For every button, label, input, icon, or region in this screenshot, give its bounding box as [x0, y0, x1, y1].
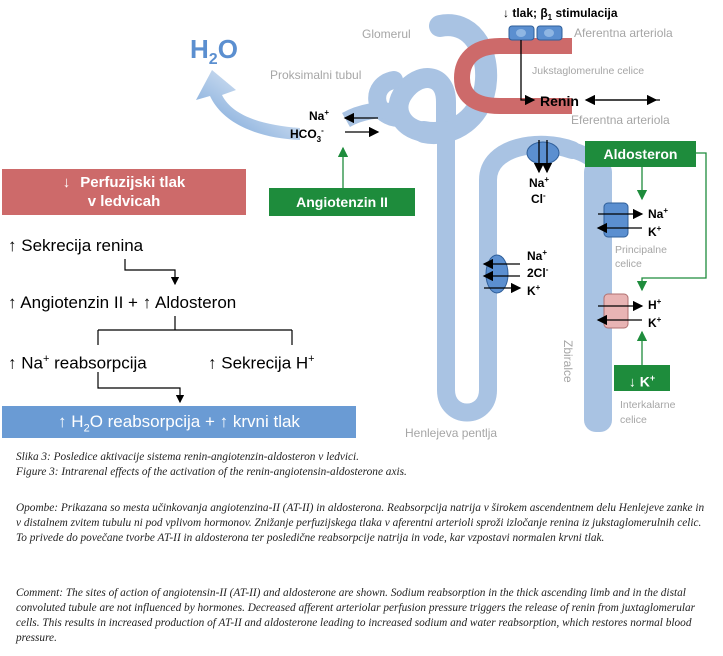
principal-na-label: Na+	[648, 206, 668, 221]
up-arrow-icon: ↑	[8, 236, 17, 255]
distal-cl-label: Cl-	[531, 191, 546, 206]
interkalarne-label: Interkalarne	[620, 399, 676, 411]
banner-line2: v ledvicah	[87, 193, 161, 210]
h-sup: +	[308, 353, 315, 365]
intercalated-cell	[603, 293, 629, 329]
interkal-h-label: H+	[648, 297, 662, 312]
final-b-text: O reabsorpcija +	[89, 412, 220, 431]
principal-cell	[603, 202, 629, 238]
arteriole	[453, 38, 572, 114]
caption-figure: Figure 3: Intrarenal effects of the acti…	[16, 466, 407, 478]
principal-k-label: K+	[648, 224, 662, 239]
distal-na-label: Na+	[529, 175, 549, 190]
up-arrow-icon: ↑	[208, 353, 217, 373]
loop-2cl-label: 2Cl-	[527, 265, 549, 280]
banner-line1: Perfuzijski tlak	[80, 174, 186, 191]
renin-arrow	[520, 40, 536, 106]
angiotenzin-text: Angiotenzin II +	[20, 293, 143, 312]
angiotenzin-aldosteron-step: ↑ Angiotenzin II + ↑ Aldosteron	[8, 293, 236, 313]
caption-comment: Comment: The sites of action of angioten…	[16, 587, 696, 644]
final-h-text: H	[71, 412, 84, 431]
distal-transporter	[526, 141, 560, 165]
interkal-k-label: K+	[648, 315, 662, 330]
angiotenzin-ii-box: Angiotenzin II	[269, 188, 415, 216]
k-decrease-box: ↓ K+	[614, 365, 670, 391]
na-sup: +	[42, 353, 50, 365]
k-box-sup: +	[649, 373, 656, 383]
caption-slika: Slika 3: Posledice aktivacije sistema re…	[16, 451, 359, 463]
eferentna-label: Eferentna arteriola	[571, 113, 670, 127]
henle-label: Henlejeva pentlja	[405, 426, 497, 440]
caption-opombe: Opombe: Prikazana so mesta učinkovanja a…	[16, 502, 705, 544]
up-arrow-icon: ↑	[142, 293, 152, 312]
sekrecija-h-text: Sekrecija H	[221, 353, 309, 373]
down-arrow-icon: ↓	[62, 174, 71, 191]
reabsorpcija-text: reabsorpcija	[49, 353, 147, 373]
aferentna-label: Aferentna arteriola	[574, 26, 673, 40]
prox-na-label: Na+	[309, 108, 329, 123]
glomerul-label: Glomerul	[362, 27, 411, 41]
up-arrow-icon: ↑	[219, 412, 229, 431]
proksimalni-tubul-label: Proksimalni tubul	[270, 68, 361, 82]
nkcc-transporter	[485, 254, 509, 294]
h2o-label: H2O	[190, 34, 238, 68]
sekrecija-h-step: ↑ Sekrecija H+	[208, 353, 315, 374]
final-outcome-banner: ↑ H2O reabsorpcija + ↑ krvni tlak	[2, 406, 356, 438]
sekrecija-renina-step: ↑ Sekrecija renina	[8, 236, 143, 256]
k-box-text: ↓ K	[628, 373, 650, 390]
up-arrow-icon: ↑	[8, 353, 17, 373]
final-sub: 2	[83, 422, 90, 435]
zbiralce-label: Zbiralce	[561, 340, 575, 383]
renin-label: Renin	[540, 93, 579, 109]
aldosteron-box: Aldosteron	[585, 141, 696, 167]
jukstaglomerulne-label: Jukstaglomerulne celice	[532, 65, 644, 77]
prox-hco3-label: HCO3-	[290, 126, 324, 144]
up-arrow-icon: ↑	[8, 293, 17, 312]
principalne-celice-label: celice	[615, 258, 642, 270]
sekrecija-renina-text: Sekrecija renina	[21, 236, 144, 255]
loop-k-label: K+	[527, 283, 541, 298]
final-c-text: krvni tlak	[232, 412, 300, 431]
principalne-label: Principalne	[615, 244, 667, 256]
na-text: Na	[21, 353, 43, 373]
aldosteron-connector	[636, 152, 707, 292]
na-reabsorpcija-step: ↑ Na+ reabsorpcija	[8, 353, 147, 374]
interkalarne-celice-label: celice	[620, 414, 647, 426]
flow-connectors	[97, 259, 293, 404]
up-arrow-icon: ↑	[58, 412, 67, 431]
loop-na-label: Na+	[527, 248, 547, 263]
h2o-outflow-arrow	[196, 70, 300, 140]
aldosteron-text: Aldosteron	[154, 293, 237, 312]
nephron-diagram: H2O Glomerul Proksimalni tubul ↓ tlak; β…	[190, 6, 707, 440]
perfusion-pressure-banner: ↓ Perfuzijski tlak v ledvicah	[2, 169, 246, 215]
top-signal-label: ↓ tlak; β1 stimulacija	[503, 6, 618, 22]
